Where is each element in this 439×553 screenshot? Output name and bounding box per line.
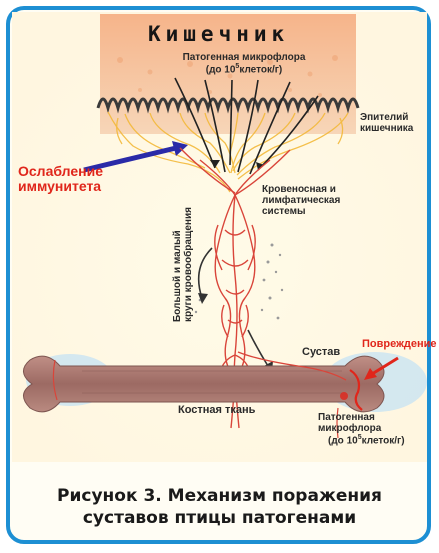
caption-line1: Рисунок 3. Механизм поражения xyxy=(10,486,429,508)
caption-line2: суставов птицы патогенами xyxy=(10,508,429,530)
immunity-line1: Ослабление xyxy=(18,164,103,179)
circulation-line1: Большой и малый xyxy=(172,207,183,322)
joint-label: Сустав xyxy=(302,346,340,358)
vessels-line2: лимфатическая xyxy=(262,195,340,206)
circulation-label: Большой и малый круги кровообращения xyxy=(172,207,194,322)
circulation-line2: круги кровообращения xyxy=(183,207,194,322)
pathogen-bottom-line1: Патогенная xyxy=(318,412,405,423)
immunity-label: Ослабление иммунитета xyxy=(18,164,103,195)
pathogen-top-line1: Патогенная микрофлора xyxy=(174,52,314,63)
bone-label: Костная ткань xyxy=(178,404,255,416)
vessels-label: Кровеносная и лимфатическая системы xyxy=(262,184,340,217)
intestine-title: Кишечник xyxy=(148,22,289,46)
pathogen-top-line2: (до 105клеток/г) xyxy=(174,63,314,75)
pathogen-bottom-line2: микрофлора xyxy=(318,423,405,434)
immunity-line2: иммунитета xyxy=(18,179,103,194)
epithelium-line2: кишечника xyxy=(360,123,413,134)
epithelium-label: Эпителий кишечника xyxy=(360,112,413,134)
vessels-line1: Кровеносная и xyxy=(262,184,340,195)
pathogen-bottom-label: Патогенная микрофлора (до 105клеток/г) xyxy=(318,412,405,446)
pathogen-top-label: Патогенная микрофлора (до 105клеток/г) xyxy=(174,52,314,75)
damage-label: Повреждение xyxy=(362,338,437,350)
pathogen-bottom-line3: (до 105клеток/г) xyxy=(328,434,405,446)
epithelium-line1: Эпителий xyxy=(360,112,413,123)
vessels-line3: системы xyxy=(262,206,340,217)
figure-caption: Рисунок 3. Механизм поражения суставов п… xyxy=(10,486,429,530)
damage-spot xyxy=(340,392,348,400)
